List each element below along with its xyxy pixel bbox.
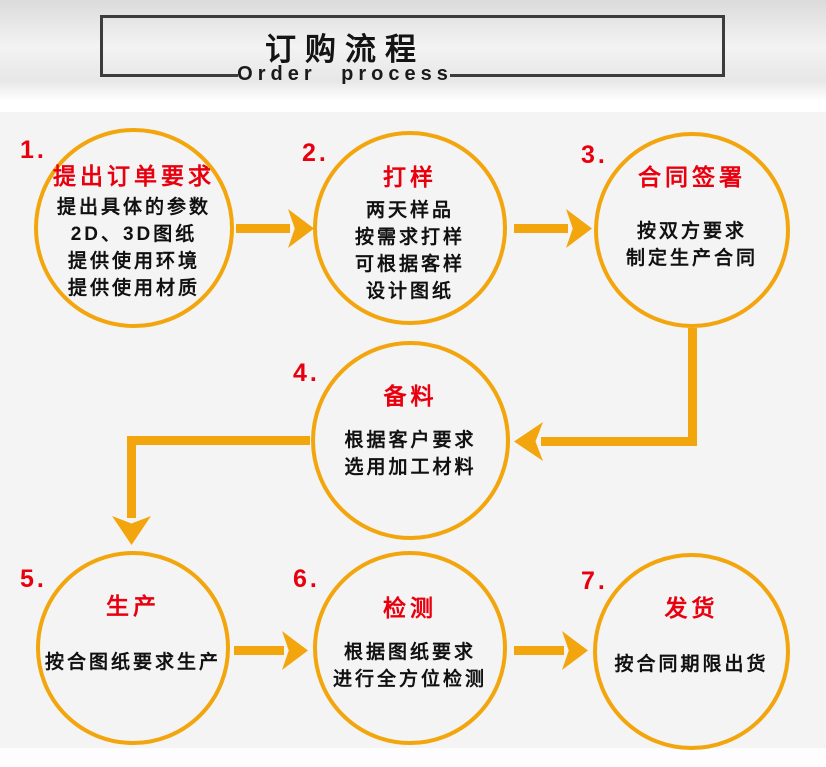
- step-4-number: 4.: [293, 359, 320, 387]
- arrow-step4-to-step5-horizontal-shaft: [127, 436, 310, 445]
- arrow-step3-to-step4-horizontal-shaft: [541, 437, 697, 446]
- title-box-border: [100, 15, 725, 77]
- step-6-number: 6.: [293, 565, 320, 593]
- step-1-details: 提出具体的参数 2D、3D图纸 提供使用环境 提供使用材质: [57, 194, 211, 302]
- step-2-circle: 打样 两天样品 按需求打样 可根据客样 设计图纸: [313, 131, 507, 325]
- step-2-line: 设计图纸: [365, 281, 454, 302]
- step-1-line: 提供使用材质: [67, 278, 200, 299]
- step-6-circle: 检测 根据图纸要求 进行全方位检测: [313, 551, 507, 745]
- step-7-title: 发货: [664, 595, 719, 621]
- step-2-line: 两天样品: [365, 200, 454, 221]
- arrow-step2-to-step3-head-icon: [566, 209, 592, 248]
- step-6-line: 进行全方位检测: [332, 669, 487, 690]
- title-box-bottom-border-left: [100, 74, 238, 77]
- step-3-circle: 合同签署 按双方要求 制定生产合同: [594, 132, 790, 328]
- step-6-line: 根据图纸要求: [343, 642, 476, 663]
- arrow-step1-to-step2-head-icon: [288, 209, 314, 248]
- step-4-line: 根据客户要求: [344, 430, 477, 451]
- step-5-number: 5.: [20, 565, 47, 593]
- step-7-circle: 发货 按合同期限出货: [593, 553, 790, 750]
- step-2-title: 打样: [383, 164, 437, 190]
- arrow-step3-to-step4-head-icon: [514, 422, 543, 461]
- arrow-step6-to-step7-head-icon: [562, 631, 588, 670]
- step-1-line: 2D、3D图纸: [70, 224, 198, 245]
- step-7-line: 按合同期限出货: [614, 654, 769, 675]
- page-title: 订购流程: [265, 32, 425, 67]
- arrow-step4-to-step5-head-icon: [112, 516, 151, 545]
- step-3-title: 合同签署: [638, 164, 746, 190]
- step-3-line: 按双方要求: [636, 221, 747, 242]
- step-3-line: 制定生产合同: [625, 248, 758, 269]
- step-7-number: 7.: [581, 567, 608, 595]
- arrow-step6-to-step7-shaft: [514, 646, 564, 655]
- step-5-details: 按合图纸要求生产: [45, 649, 221, 676]
- step-1-number: 1.: [20, 136, 47, 164]
- step-2-line: 按需求打样: [354, 227, 465, 248]
- arrow-step5-to-step6-head-icon: [282, 631, 308, 670]
- title-box-bottom-border-right: [450, 74, 725, 77]
- step-2-line: 可根据客样: [354, 254, 465, 275]
- step-7-details: 按合同期限出货: [614, 651, 768, 678]
- page-subtitle: Order process: [237, 63, 453, 85]
- step-4-title: 备料: [383, 383, 438, 409]
- arrow-step5-to-step6-shaft: [234, 646, 284, 655]
- step-3-details: 按双方要求 制定生产合同: [626, 218, 758, 272]
- bottom-strip: [0, 748, 826, 767]
- step-1-title: 提出订单要求: [53, 163, 215, 189]
- step-4-line: 选用加工材料: [344, 457, 477, 478]
- step-1-line: 提出具体的参数: [56, 197, 211, 218]
- arrow-step2-to-step3-shaft: [514, 224, 568, 233]
- step-6-title: 检测: [383, 595, 437, 621]
- arrow-step3-to-step4-vertical-shaft: [688, 328, 697, 442]
- step-4-circle: 备料 根据客户要求 选用加工材料: [311, 341, 510, 540]
- step-2-number: 2.: [302, 139, 329, 167]
- step-2-details: 两天样品 按需求打样 可根据客样 设计图纸: [355, 197, 465, 305]
- step-5-circle: 生产 按合图纸要求生产: [36, 551, 230, 745]
- header-band: 订购流程 Order process: [0, 0, 826, 112]
- step-5-line: 按合图纸要求生产: [44, 652, 221, 673]
- arrow-step1-to-step2-shaft: [236, 224, 290, 233]
- arrow-step4-to-step5-vertical-shaft: [127, 436, 136, 518]
- step-1-line: 提供使用环境: [67, 251, 200, 272]
- step-6-details: 根据图纸要求 进行全方位检测: [333, 639, 487, 693]
- step-4-details: 根据客户要求 选用加工材料: [344, 427, 476, 481]
- step-3-number: 3.: [581, 141, 608, 169]
- step-5-title: 生产: [106, 593, 160, 619]
- step-1-circle: 提出订单要求 提出具体的参数 2D、3D图纸 提供使用环境 提供使用材质: [34, 128, 234, 328]
